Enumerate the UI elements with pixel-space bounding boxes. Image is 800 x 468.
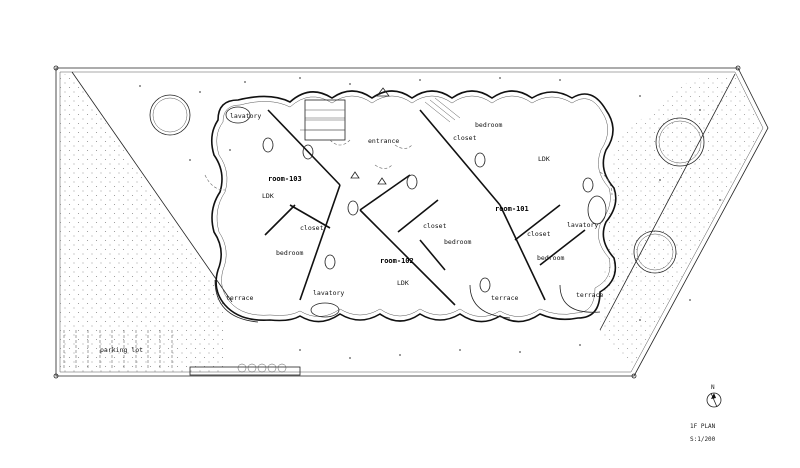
arrow-markers	[350, 87, 390, 185]
bike-rack	[189, 363, 301, 376]
label-closet-101b: closet	[527, 230, 551, 238]
north-arrow: N	[706, 384, 722, 408]
label-terrace-101: terrace	[576, 291, 603, 299]
plant-marks	[139, 77, 721, 359]
label-closet-102: closet	[423, 222, 447, 230]
label-bedroom-101b: bedroom	[537, 254, 564, 262]
label-parking-lot: parking lot	[100, 346, 143, 354]
label-terrace-103: terrace	[226, 294, 253, 302]
label-lavatory-103: lavatory	[230, 112, 261, 120]
label-ldk-103: LDK	[262, 192, 274, 200]
planting-area-left	[60, 74, 225, 372]
label-ldk-101: LDK	[538, 155, 550, 163]
interior-walls	[204, 97, 613, 323]
label-lavatory-102: lavatory	[313, 289, 344, 297]
label-bedroom-101a: bedroom	[475, 121, 502, 129]
plan-title: 1F PLAN	[690, 423, 716, 430]
label-bedroom-102: bedroom	[444, 238, 471, 246]
label-closet-103: closet	[300, 224, 324, 232]
north-label: N	[711, 384, 715, 391]
parking-lot-markings	[63, 330, 173, 368]
room-name-101: room-101	[495, 205, 529, 213]
label-entrance: entrance	[368, 137, 399, 145]
label-closet-101a: closet	[453, 134, 477, 142]
planting-area-right	[600, 74, 762, 370]
room-name-103: room-103	[268, 175, 302, 183]
tree-circles	[149, 94, 705, 274]
label-bedroom-103: bedroom	[276, 249, 303, 257]
building-outline	[210, 90, 617, 323]
plan-scale: S:1/200	[690, 436, 716, 443]
label-ldk-102: LDK	[397, 279, 409, 287]
label-lavatory-101: lavatory	[567, 221, 598, 229]
room-name-102: room-102	[380, 257, 414, 265]
label-terrace-102: terrace	[491, 294, 518, 302]
